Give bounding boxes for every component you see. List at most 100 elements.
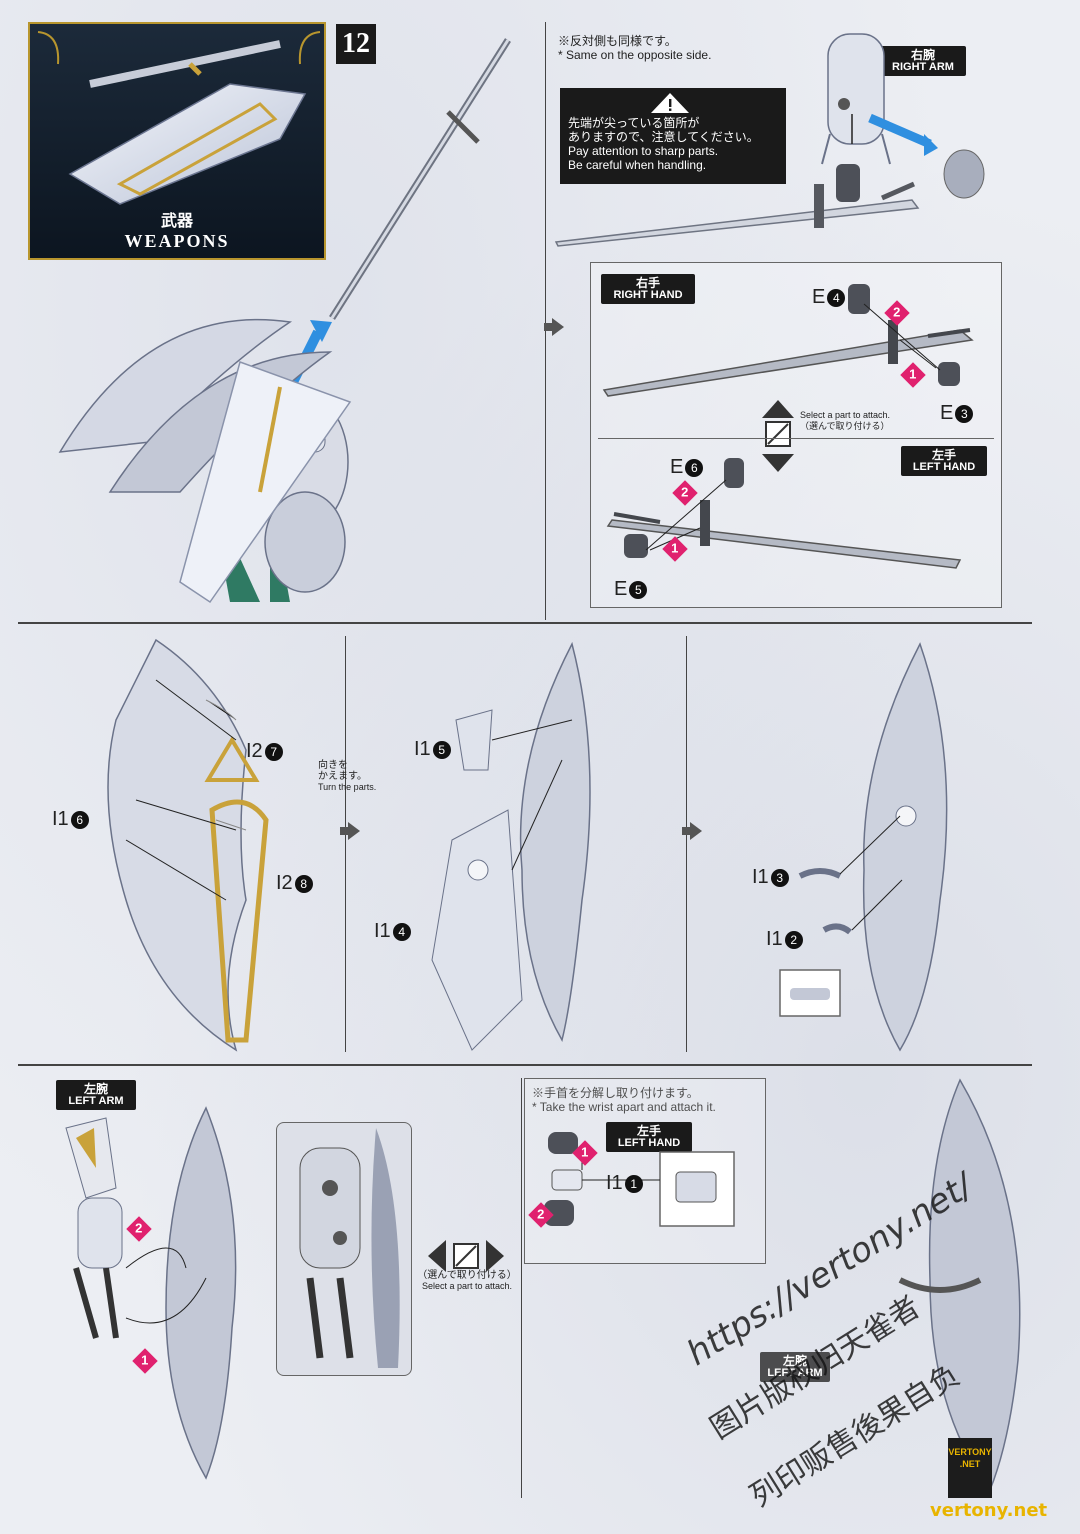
hand-options-divider: [598, 438, 994, 439]
part-i2-7-number: 7: [264, 742, 283, 761]
weapons-title-jp: 武器: [160, 213, 193, 230]
tag-right-hand-en: RIGHT HAND: [613, 289, 683, 301]
vertony-logo: VERTONY .NET: [948, 1438, 992, 1498]
part-i1-2-letter: I1: [766, 928, 783, 950]
divider-vertical-bottom: [521, 1078, 522, 1498]
tag-left-arm-en: LEFT ARM: [68, 1095, 124, 1107]
divider-vertical-mid-1: [345, 636, 346, 1052]
tag-left-hand: 左手 LEFT HAND: [901, 446, 987, 476]
turn-parts-en: Turn the parts.: [318, 782, 377, 792]
tag-left-hand-2-jp: 左手: [636, 1124, 661, 1138]
tag-right-arm-jp: 右腕: [910, 48, 935, 62]
select-part-icon-horizontal: [428, 1240, 504, 1272]
turn-parts-note: 向きを かえます。 Turn the parts.: [318, 760, 376, 793]
part-e3-letter: E: [940, 402, 954, 424]
part-i1-6-number: 6: [70, 810, 89, 829]
left-arm-shield-diagram: [65, 1106, 237, 1480]
wrist-note-en: * Take the wrist apart and attach it.: [532, 1100, 716, 1114]
tag-left-arm-jp: 左腕: [83, 1082, 108, 1096]
footer-watermark: vertony.net: [930, 1500, 1048, 1521]
tag-right-hand: 右手 RIGHT HAND: [601, 274, 695, 304]
tag-left-hand-jp: 左手: [931, 448, 956, 462]
shield-back-diagram: [431, 641, 591, 1051]
part-i1-3-letter: I1: [752, 866, 769, 888]
divider-top: [18, 622, 1032, 624]
vertony-logo-line-2: .NET: [959, 1459, 981, 1469]
knight-sword-illustration: [58, 38, 511, 604]
step-number-badge: 12: [336, 24, 376, 64]
tag-left-arm-2-en: LEFT ARM: [767, 1367, 823, 1379]
tag-left-hand-en: LEFT HAND: [912, 461, 976, 473]
next-step-arrow-1: [544, 318, 564, 336]
tag-left-arm-2-jp: 左腕: [782, 1354, 807, 1368]
vertony-logo-line-1: VERTONY: [948, 1447, 992, 1457]
left-hand-sword-diagram: [606, 458, 962, 569]
hand-options-box: [590, 262, 1002, 608]
final-shield-illustration: [898, 1078, 1021, 1492]
shield-decal-diagram: [107, 638, 269, 1052]
weapons-title: 武器 WEAPONS: [30, 207, 324, 252]
tag-right-arm: 右腕 RIGHT ARM: [880, 46, 966, 76]
part-e6-letter: E: [670, 456, 684, 478]
warning-icon: [651, 93, 689, 113]
wrist-note: ※手首を分解し取り付けます。 * Take the wrist apart an…: [532, 1086, 716, 1114]
next-step-arrow-2: [340, 822, 360, 840]
part-i1-6-letter: I1: [52, 808, 69, 830]
select-part-jp: （選んで取り付ける）: [800, 421, 890, 431]
next-step-arrow-3: [682, 822, 702, 840]
select-part-2-jp: （選んで取り付ける）: [417, 1270, 517, 1281]
tag-left-arm: 左腕 LEFT ARM: [56, 1080, 136, 1110]
part-i1-4-number: 4: [392, 922, 411, 941]
opposite-side-en: * Same on the opposite side.: [558, 48, 712, 62]
part-i1-2-number: 2: [784, 930, 803, 949]
right-hand-sword-diagram: [602, 284, 974, 397]
turn-parts-jp-1: 向きを: [318, 760, 348, 771]
divider-vertical-top: [545, 22, 546, 620]
tag-left-hand-2-en: LEFT HAND: [617, 1137, 681, 1149]
warning-en-1: Pay attention to sharp parts.: [568, 144, 719, 158]
sharp-parts-warning: 先端が尖っている箇所が ありますので、注意してください。 Pay attenti…: [560, 88, 786, 184]
wrist-note-jp: ※手首を分解し取り付けます。: [532, 1086, 699, 1100]
weapons-header-box: 武器 WEAPONS: [28, 22, 326, 260]
wrist-detail-illustration: [544, 1132, 735, 1227]
part-i1-5-number: 5: [432, 740, 451, 759]
part-i2-8-number: 8: [294, 874, 313, 893]
opposite-side-note: ※反対側も同様です。 * Same on the opposite side.: [558, 34, 711, 62]
part-i1-3-number: 3: [770, 868, 789, 887]
right-arm-sword-illustration: [554, 33, 985, 247]
select-part-note-2: （選んで取り付ける） Select a part to attach.: [412, 1270, 522, 1292]
part-e5-letter: E: [614, 578, 628, 600]
part-e5-number: 5: [629, 580, 648, 599]
part-i1-1-number: 1: [624, 1174, 643, 1193]
shield-handle-diagram: [779, 642, 948, 1052]
part-i1-4-letter: I1: [374, 920, 391, 942]
part-e4-letter: E: [812, 286, 826, 308]
turn-parts-jp-2: かえます。: [318, 771, 367, 782]
left-arm-detail-illustration: [299, 1128, 400, 1368]
warning-en-2: Be careful when handling.: [568, 158, 707, 172]
weapons-title-en: WEAPONS: [124, 231, 230, 251]
tag-right-hand-jp: 右手: [635, 276, 660, 290]
opposite-side-jp: ※反対側も同様です。: [558, 34, 677, 48]
part-e3-number: 3: [955, 404, 974, 423]
tag-left-arm-2: 左腕 LEFT ARM: [760, 1352, 830, 1382]
part-e4-number: 4: [827, 288, 846, 307]
warning-jp-1: 先端が尖っている箇所が: [568, 116, 700, 130]
select-part-icon: [762, 400, 794, 472]
divider-vertical-mid-2: [686, 636, 687, 1052]
divider-mid: [18, 1064, 1032, 1066]
warning-jp-2: ありますので、注意してください。: [568, 130, 759, 144]
select-part-2-en: Select a part to attach.: [421, 1281, 513, 1291]
part-i1-5-letter: I1: [414, 738, 431, 760]
tag-left-hand-2: 左手 LEFT HAND: [606, 1122, 692, 1152]
part-i2-8-letter: I2: [276, 872, 293, 894]
